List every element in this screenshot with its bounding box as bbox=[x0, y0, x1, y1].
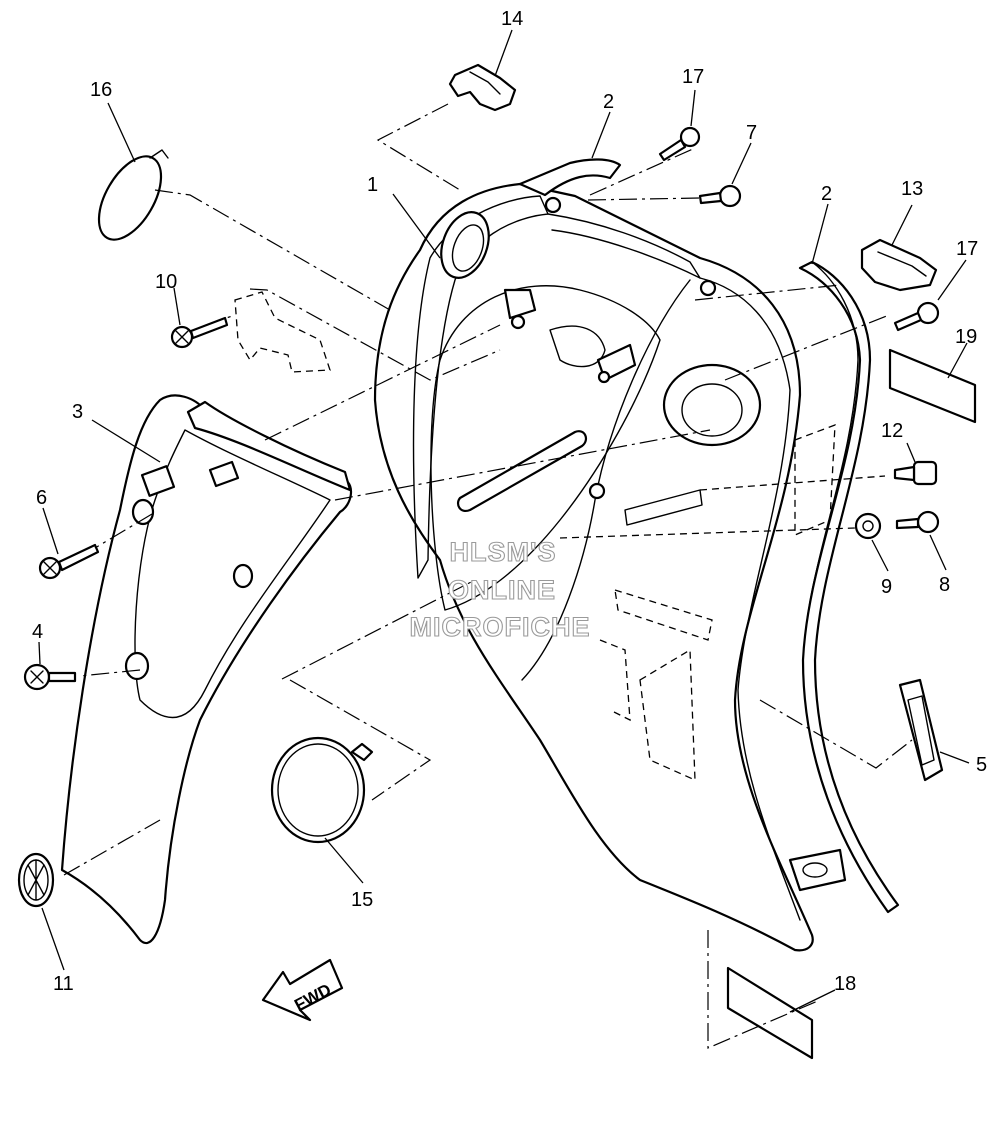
callout-10: 10 bbox=[155, 271, 177, 293]
label-part-19 bbox=[888, 348, 977, 424]
callout-8: 8 bbox=[939, 574, 950, 596]
label-part-18 bbox=[726, 966, 814, 1060]
callout-16: 16 bbox=[90, 79, 112, 101]
screw-part-17-right bbox=[893, 301, 940, 332]
screw-part-4 bbox=[23, 663, 77, 691]
callout-1: 1 bbox=[367, 174, 378, 196]
fwd-arrow: FWD bbox=[261, 958, 344, 1022]
screw-part-17-upper bbox=[658, 126, 701, 162]
watermark-line-3: MICROFICHE bbox=[410, 612, 591, 642]
screw-part-12 bbox=[893, 460, 938, 486]
fwd-arrow-icon bbox=[261, 958, 344, 1022]
inner-panel-part-3 bbox=[60, 394, 353, 945]
callout-2-right: 2 bbox=[821, 183, 832, 205]
callout-13: 13 bbox=[901, 178, 923, 200]
callout-11: 11 bbox=[53, 973, 74, 995]
callout-5: 5 bbox=[976, 754, 987, 776]
callout-14: 14 bbox=[501, 8, 523, 30]
callout-9: 9 bbox=[881, 576, 892, 598]
emblem-part-11 bbox=[17, 852, 55, 908]
callout-4: 4 bbox=[32, 621, 43, 643]
screw-part-6 bbox=[38, 543, 100, 580]
watermark-line-1: HLSM'S bbox=[450, 537, 557, 567]
watermark: HLSM'S ONLINE MICROFICHE bbox=[409, 536, 591, 642]
leg-shield-part-1 bbox=[373, 182, 847, 952]
leader-lines bbox=[38, 29, 970, 1013]
callout-19: 19 bbox=[955, 326, 977, 348]
callouts: 1 2 2 3 4 5 6 7 8 9 10 11 12 13 14 15 16… bbox=[32, 8, 987, 995]
callout-15: 15 bbox=[351, 889, 373, 911]
ring-part-15 bbox=[270, 736, 374, 844]
clip-part-14 bbox=[448, 63, 517, 112]
callout-3: 3 bbox=[72, 401, 83, 423]
callout-7: 7 bbox=[746, 122, 757, 144]
washer-part-9 bbox=[854, 512, 882, 540]
seal-strip-part-2-right bbox=[798, 260, 900, 914]
watermark-line-2: ONLINE bbox=[448, 575, 556, 605]
callout-2-upper: 2 bbox=[603, 91, 614, 113]
screw-part-10 bbox=[170, 316, 229, 349]
callout-17-upper: 17 bbox=[682, 66, 704, 88]
seal-strip-part-2-upper bbox=[518, 158, 622, 197]
callout-6: 6 bbox=[36, 487, 47, 509]
callout-17-right: 17 bbox=[956, 238, 978, 260]
callout-12: 12 bbox=[881, 420, 903, 442]
bracket-part-10 bbox=[234, 291, 331, 373]
grommet-part-5 bbox=[898, 678, 944, 782]
assembly-lines bbox=[63, 103, 913, 1049]
lens-cap-part-16 bbox=[97, 149, 169, 241]
screw-part-7 bbox=[698, 184, 742, 208]
screw-part-8 bbox=[895, 510, 940, 534]
callout-18: 18 bbox=[834, 973, 856, 995]
clip-part-13 bbox=[860, 238, 938, 292]
